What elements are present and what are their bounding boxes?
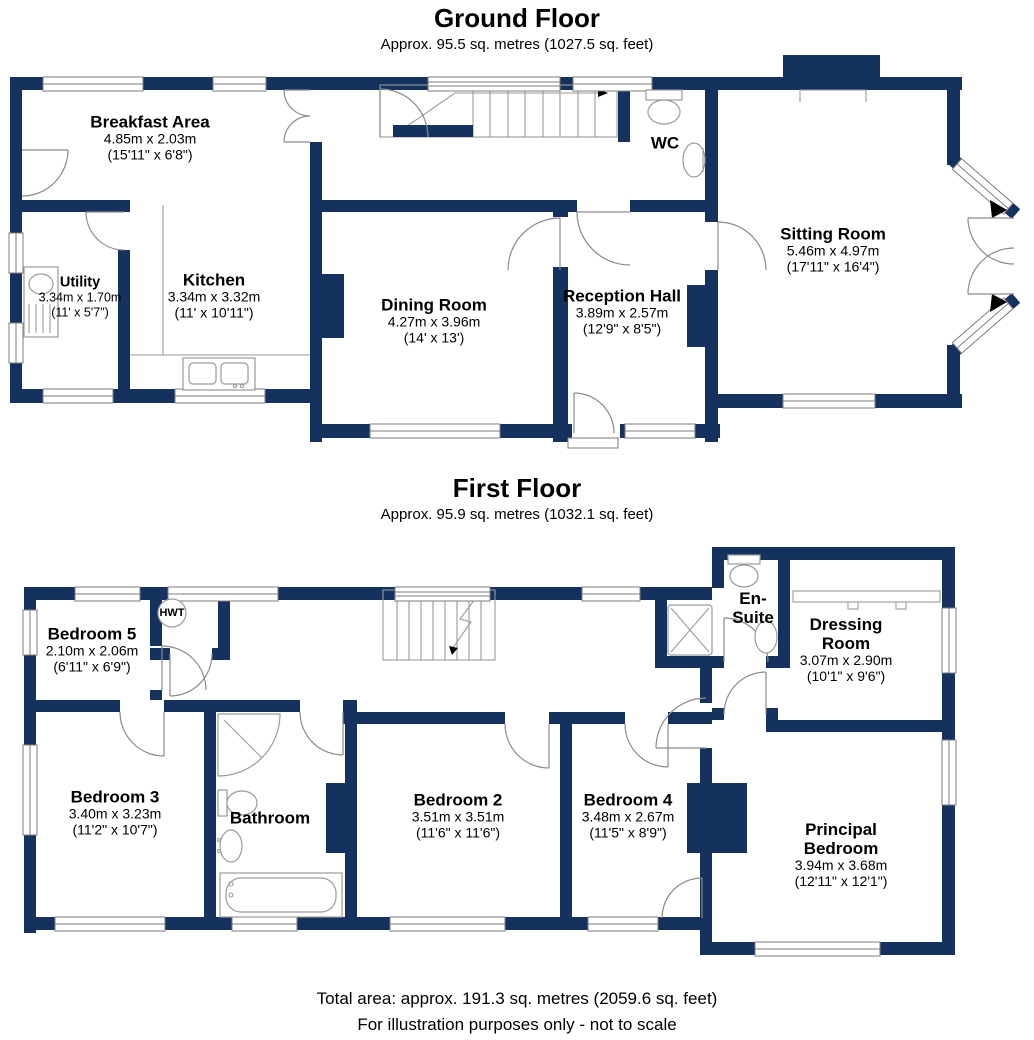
bathtub-icon: [219, 872, 343, 918]
utility-sink-icon: [23, 266, 59, 338]
wc-toilet-icon: [645, 89, 683, 125]
ground-floor-windows: [8, 76, 1014, 439]
dressing-wardrobe: [792, 590, 941, 610]
ensuite-basin-icon: [754, 620, 778, 654]
room-label-hwt: HWT: [159, 606, 185, 619]
hot-water-tank-icon: [157, 598, 187, 628]
room-label-wc: WC: [650, 133, 680, 153]
disclaimer-text: For illustration purposes only - not to …: [357, 1015, 677, 1035]
first-floor-windows: [22, 586, 957, 957]
room-label-ensuite: En-Suite: [732, 588, 774, 627]
bathroom-basin-icon: [216, 829, 243, 863]
room-label-bedroom3: Bedroom 3 3.40m x 3.23m (11'2" x 10'7"): [68, 787, 162, 838]
room-label-sitting: Sitting Room 5.46m x 4.97m (17'11" x 16'…: [780, 224, 886, 275]
ground-floor-doors: [21, 88, 1015, 449]
room-label-principal: Principal Bedroom 3.94m x 3.68m (12'11" …: [794, 819, 888, 890]
first-floor-doors: [119, 617, 769, 919]
ground-floor-title: Ground Floor: [433, 3, 601, 33]
bathroom-toilet-icon: [217, 789, 258, 817]
room-label-dressing: Dressing Room 3.07m x 2.90m (10'1" x 9'6…: [799, 614, 893, 685]
room-label-bathroom: Bathroom: [229, 808, 311, 828]
ground-floor-subtitle: Approx. 95.5 sq. metres (1027.5 sq. feet…: [380, 36, 654, 53]
chimney-breast-ff: [687, 783, 747, 853]
ensuite-toilet-icon: [727, 554, 761, 588]
fireplace: [799, 89, 867, 102]
room-label-kitchen: Kitchen 3.34m x 3.32m (11' x 10'11"): [167, 270, 261, 321]
room-label-bedroom2: Bedroom 2 3.51m x 3.51m (11'6" x 11'6"): [411, 790, 505, 841]
bay-arrow-top: [990, 200, 1007, 218]
footer-note: Total area: approx. 191.3 sq. metres (20…: [0, 986, 1034, 1039]
bay-arrow-bottom: [990, 294, 1007, 312]
radiator: [687, 285, 705, 347]
wc-basin-icon: [682, 142, 706, 178]
ground-floor-header: Ground Floor Approx. 95.5 sq. metres (10…: [0, 3, 1034, 53]
room-label-breakfast: Breakfast Area 4.85m x 2.03m (15'11" x 6…: [90, 112, 210, 163]
bathroom-cupboard: [326, 783, 345, 853]
first-floor-header: First Floor Approx. 95.9 sq. metres (103…: [0, 473, 1034, 523]
first-floor-title: First Floor: [452, 473, 582, 503]
room-label-bedroom4: Bedroom 4 3.48m x 2.67m (11'5" x 8'9"): [581, 790, 675, 841]
stairs-arrow: [449, 646, 458, 655]
room-label-bedroom5: Bedroom 5 2.10m x 2.06m (6'11" x 6'9"): [45, 624, 139, 675]
first-floor-walls: [24, 547, 955, 955]
total-area-text: Total area: approx. 191.3 sq. metres (20…: [316, 989, 718, 1008]
kitchen-sink-icon: [182, 357, 256, 391]
ensuite-shower-icon: [667, 604, 713, 656]
radiator: [322, 274, 344, 338]
room-label-utility: Utility 3.34m x 1.70m (11' x 5'7"): [38, 274, 122, 320]
kitchen-counter: [130, 205, 310, 356]
first-floor-subtitle: Approx. 95.9 sq. metres (1032.1 sq. feet…: [380, 506, 654, 523]
room-label-reception: Reception Hall 3.89m x 2.57m (12'9" x 8'…: [562, 286, 682, 337]
ground-floor-plan: [8, 55, 1021, 449]
room-label-dining: Dining Room 4.27m x 3.96m (14' x 13'): [381, 295, 487, 346]
first-floor-plan: [22, 547, 957, 957]
bathroom-shower-icon: [217, 713, 281, 777]
